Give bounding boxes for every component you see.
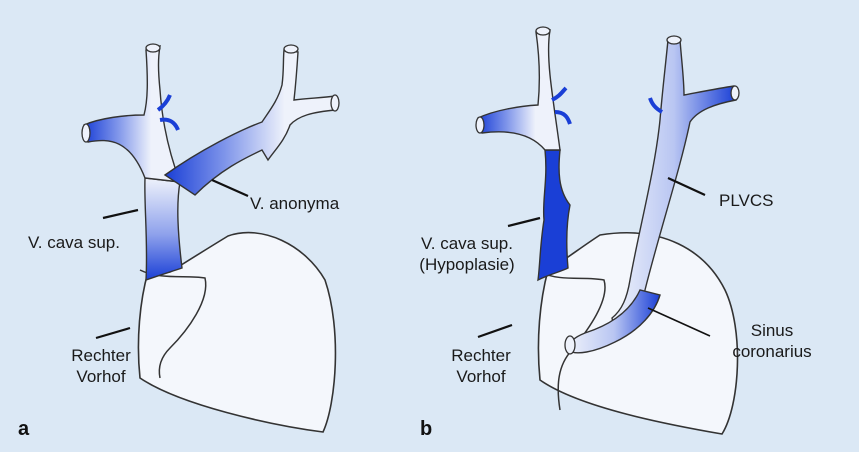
panel-b-plvcs-top <box>667 36 681 44</box>
panel-b-right-vessel <box>478 30 560 150</box>
label-vorhof-a: Vorhof <box>56 366 146 387</box>
panel-b-vessel-top <box>536 27 550 35</box>
label-v-cava-sup-b: V. cava sup. (Hypoplasie) <box>405 233 529 275</box>
panel-b-leader-svc <box>508 218 540 226</box>
panel-a-leader-svc <box>103 210 138 218</box>
panel-b-vessel-left-end <box>476 117 484 133</box>
panel-a-svc <box>145 178 182 280</box>
panel-b-sinus-end <box>565 336 575 354</box>
label-rechter-vorhof-a: Rechter Vorhof <box>56 345 146 387</box>
panel-letter-a: a <box>18 418 29 441</box>
label-plvcs: PLVCS <box>719 190 774 211</box>
panel-a-anonyma-top <box>284 45 298 53</box>
panel-b-branch-2 <box>650 98 662 112</box>
panel-a-leader-anonyma <box>212 180 248 196</box>
panel-a-vessel-left-end <box>82 124 90 142</box>
label-rechter-vorhof-b: Rechter Vorhof <box>436 345 526 387</box>
label-vorhof-b: Vorhof <box>436 366 526 387</box>
label-coronarius: coronarius <box>712 341 832 362</box>
label-sinus: Sinus <box>712 320 832 341</box>
panel-letter-b: b <box>420 418 432 441</box>
panel-a-leader-ra <box>96 328 130 338</box>
panel-b-plvcs-right-end <box>731 86 739 100</box>
panel-a-anonyma <box>165 50 336 195</box>
panel-a-vessel-top <box>146 44 160 52</box>
label-v-cava-sup-b-line1: V. cava sup. <box>405 233 529 254</box>
label-rechter-b: Rechter <box>436 345 526 366</box>
panel-b-leader-ra <box>478 325 512 337</box>
label-hypoplasie: (Hypoplasie) <box>405 254 529 275</box>
label-rechter-a: Rechter <box>56 345 146 366</box>
panel-a-anonyma-right-end <box>331 95 339 111</box>
label-sinus-coronarius: Sinus coronarius <box>712 320 832 362</box>
label-v-anonyma: V. anonyma <box>250 193 339 214</box>
panel-b-svc <box>538 150 570 280</box>
panel-a-right-vessel <box>84 46 180 182</box>
label-v-cava-sup-a: V. cava sup. <box>28 232 120 253</box>
